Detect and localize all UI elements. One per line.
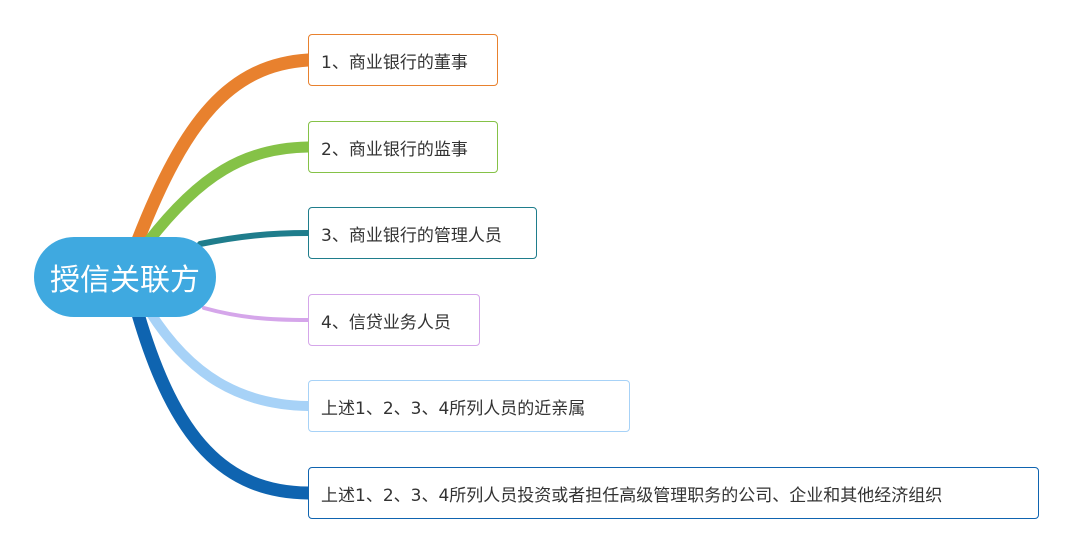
connector-branch-4 [145, 307, 313, 411]
branch-topic-credit-staff[interactable]: 4、信贷业务人员 [308, 294, 480, 346]
branch-topic-directors[interactable]: 1、商业银行的董事 [308, 34, 498, 86]
central-topic[interactable]: 授信关联方 [34, 237, 216, 317]
connector-branch-0 [131, 53, 315, 247]
branch-topic-close-relatives[interactable]: 上述1、2、3、4所列人员的近亲属 [308, 380, 630, 432]
connector-branch-1 [142, 141, 314, 248]
branch-topic-label: 2、商业银行的监事 [321, 139, 468, 160]
branch-topic-label: 4、信贷业务人员 [321, 312, 451, 333]
branch-topic-related-organizations[interactable]: 上述1、2、3、4所列人员投资或者担任高级管理职务的公司、企业和其他经济组织 [308, 467, 1039, 519]
branch-topic-label: 上述1、2、3、4所列人员投资或者担任高级管理职务的公司、企业和其他经济组织 [321, 485, 943, 506]
branch-topic-label: 1、商业银行的董事 [321, 52, 468, 73]
branch-topic-label: 上述1、2、3、4所列人员的近亲属 [321, 398, 586, 419]
central-topic-label: 授信关联方 [50, 263, 200, 298]
branch-topic-supervisors[interactable]: 2、商业银行的监事 [308, 121, 498, 173]
branch-topic-managers[interactable]: 3、商业银行的管理人员 [308, 207, 537, 259]
connector-branch-3 [202, 306, 310, 322]
connector-branch-5 [131, 307, 315, 500]
branch-topic-label: 3、商业银行的管理人员 [321, 225, 502, 246]
connector-branch-2 [197, 230, 311, 247]
